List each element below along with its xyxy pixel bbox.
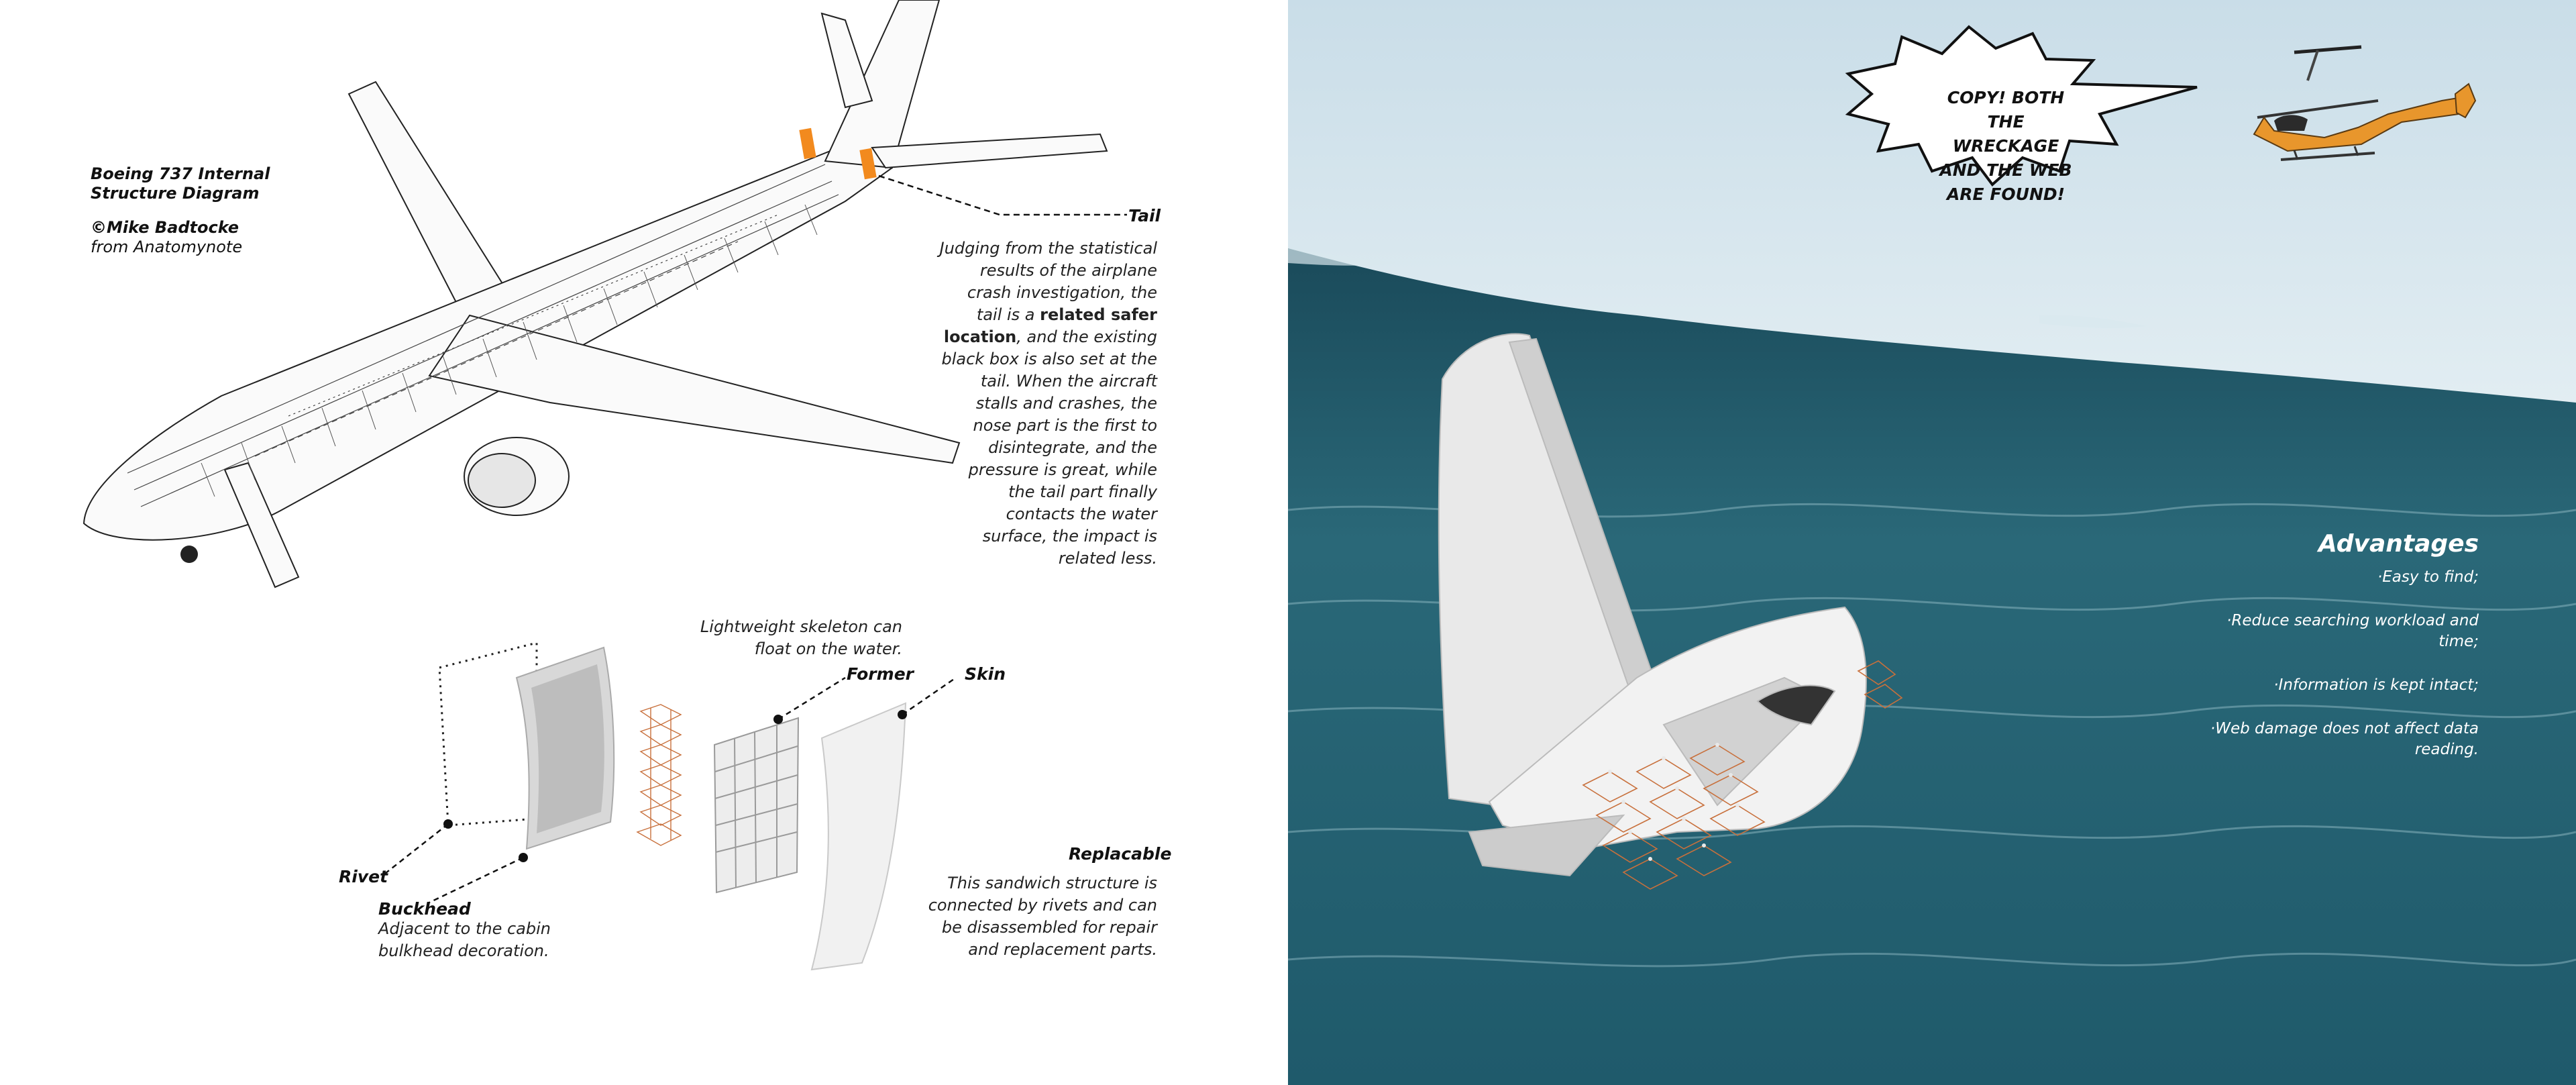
speech-bubble-text: COPY! BOTH THE WRECKAGE AND THE WEB ARE … xyxy=(1939,88,2072,204)
advantage-item: ·Easy to find; xyxy=(2377,568,2479,586)
skeleton-note: Lightweight skeleton can float on the wa… xyxy=(700,617,902,658)
boarding-stairs xyxy=(223,462,300,588)
speech-bubble xyxy=(1845,25,2198,187)
buckhead-label: Buckhead xyxy=(378,899,471,919)
credit-source: from Anatomynote xyxy=(91,238,243,256)
sea xyxy=(1288,248,2576,1085)
advantage-item: ·Web damage does not affect data reading… xyxy=(2210,720,2479,758)
advantage-item: ·Information is kept intact; xyxy=(2273,676,2479,694)
tail-text-bold: related safer location xyxy=(943,305,1157,346)
tail-description: Judging from the statistical results of … xyxy=(939,238,1157,570)
boeing-737-cutaway-illustration xyxy=(83,0,1127,588)
tail-highlight-2 xyxy=(859,148,877,180)
credit-title: Boeing 737 Internal Structure Diagram xyxy=(91,164,270,203)
skin-panel xyxy=(810,702,907,971)
advantage-item: ·Reduce searching workload and time; xyxy=(2226,612,2479,650)
credit-copyright: ©Mike Badtocke xyxy=(91,218,239,237)
advantages-title: Advantages xyxy=(2318,530,2479,558)
skin-label: Skin xyxy=(965,664,1006,684)
tail-wreckage xyxy=(1438,333,1867,877)
former-grid xyxy=(713,717,800,894)
wreckage-stabilizer xyxy=(1468,814,1625,877)
former-label: Former xyxy=(847,664,914,684)
rivet-outline-panel xyxy=(438,641,538,827)
near-wing xyxy=(428,314,961,464)
tail-text-part2: , and the existing black box is also set… xyxy=(941,327,1157,568)
tail-highlight-1 xyxy=(799,127,816,160)
wave-crest xyxy=(1288,248,2147,328)
tail-text-part1: Judging from the statistical results of … xyxy=(939,239,1157,324)
replacable-note: This sandwich structure is connected by … xyxy=(928,874,1157,959)
advantages-panel: Advantages ·Easy to find; ·Reduce search… xyxy=(2197,530,2479,783)
tail-label: Tail xyxy=(1128,206,1161,225)
right-page-sea-scene: Advantages ·Easy to find; ·Reduce search… xyxy=(1288,0,2576,1085)
left-page: Boeing 737 Internal Structure Diagram ©M… xyxy=(83,0,1172,971)
horizontal-stabilizer xyxy=(871,133,1108,169)
landing-gear xyxy=(180,546,198,563)
floating-web-structure xyxy=(1582,660,1903,890)
buckhead-note: Adjacent to the cabin bulkhead decoratio… xyxy=(378,919,551,960)
diagram-credit: Boeing 737 Internal Structure Diagram ©M… xyxy=(91,164,319,257)
helicopter xyxy=(2253,45,2477,161)
rivet-label: Rivet xyxy=(339,867,388,886)
wreckage-fin xyxy=(1438,333,1652,807)
replacable-label: Replacable xyxy=(1069,844,1172,864)
sea-scene-illustration xyxy=(1288,0,2576,1085)
sandwich-structure-exploded-view xyxy=(382,641,957,971)
far-wing xyxy=(347,81,511,317)
web-mesh xyxy=(636,704,682,846)
web-nodes xyxy=(1608,743,1739,861)
